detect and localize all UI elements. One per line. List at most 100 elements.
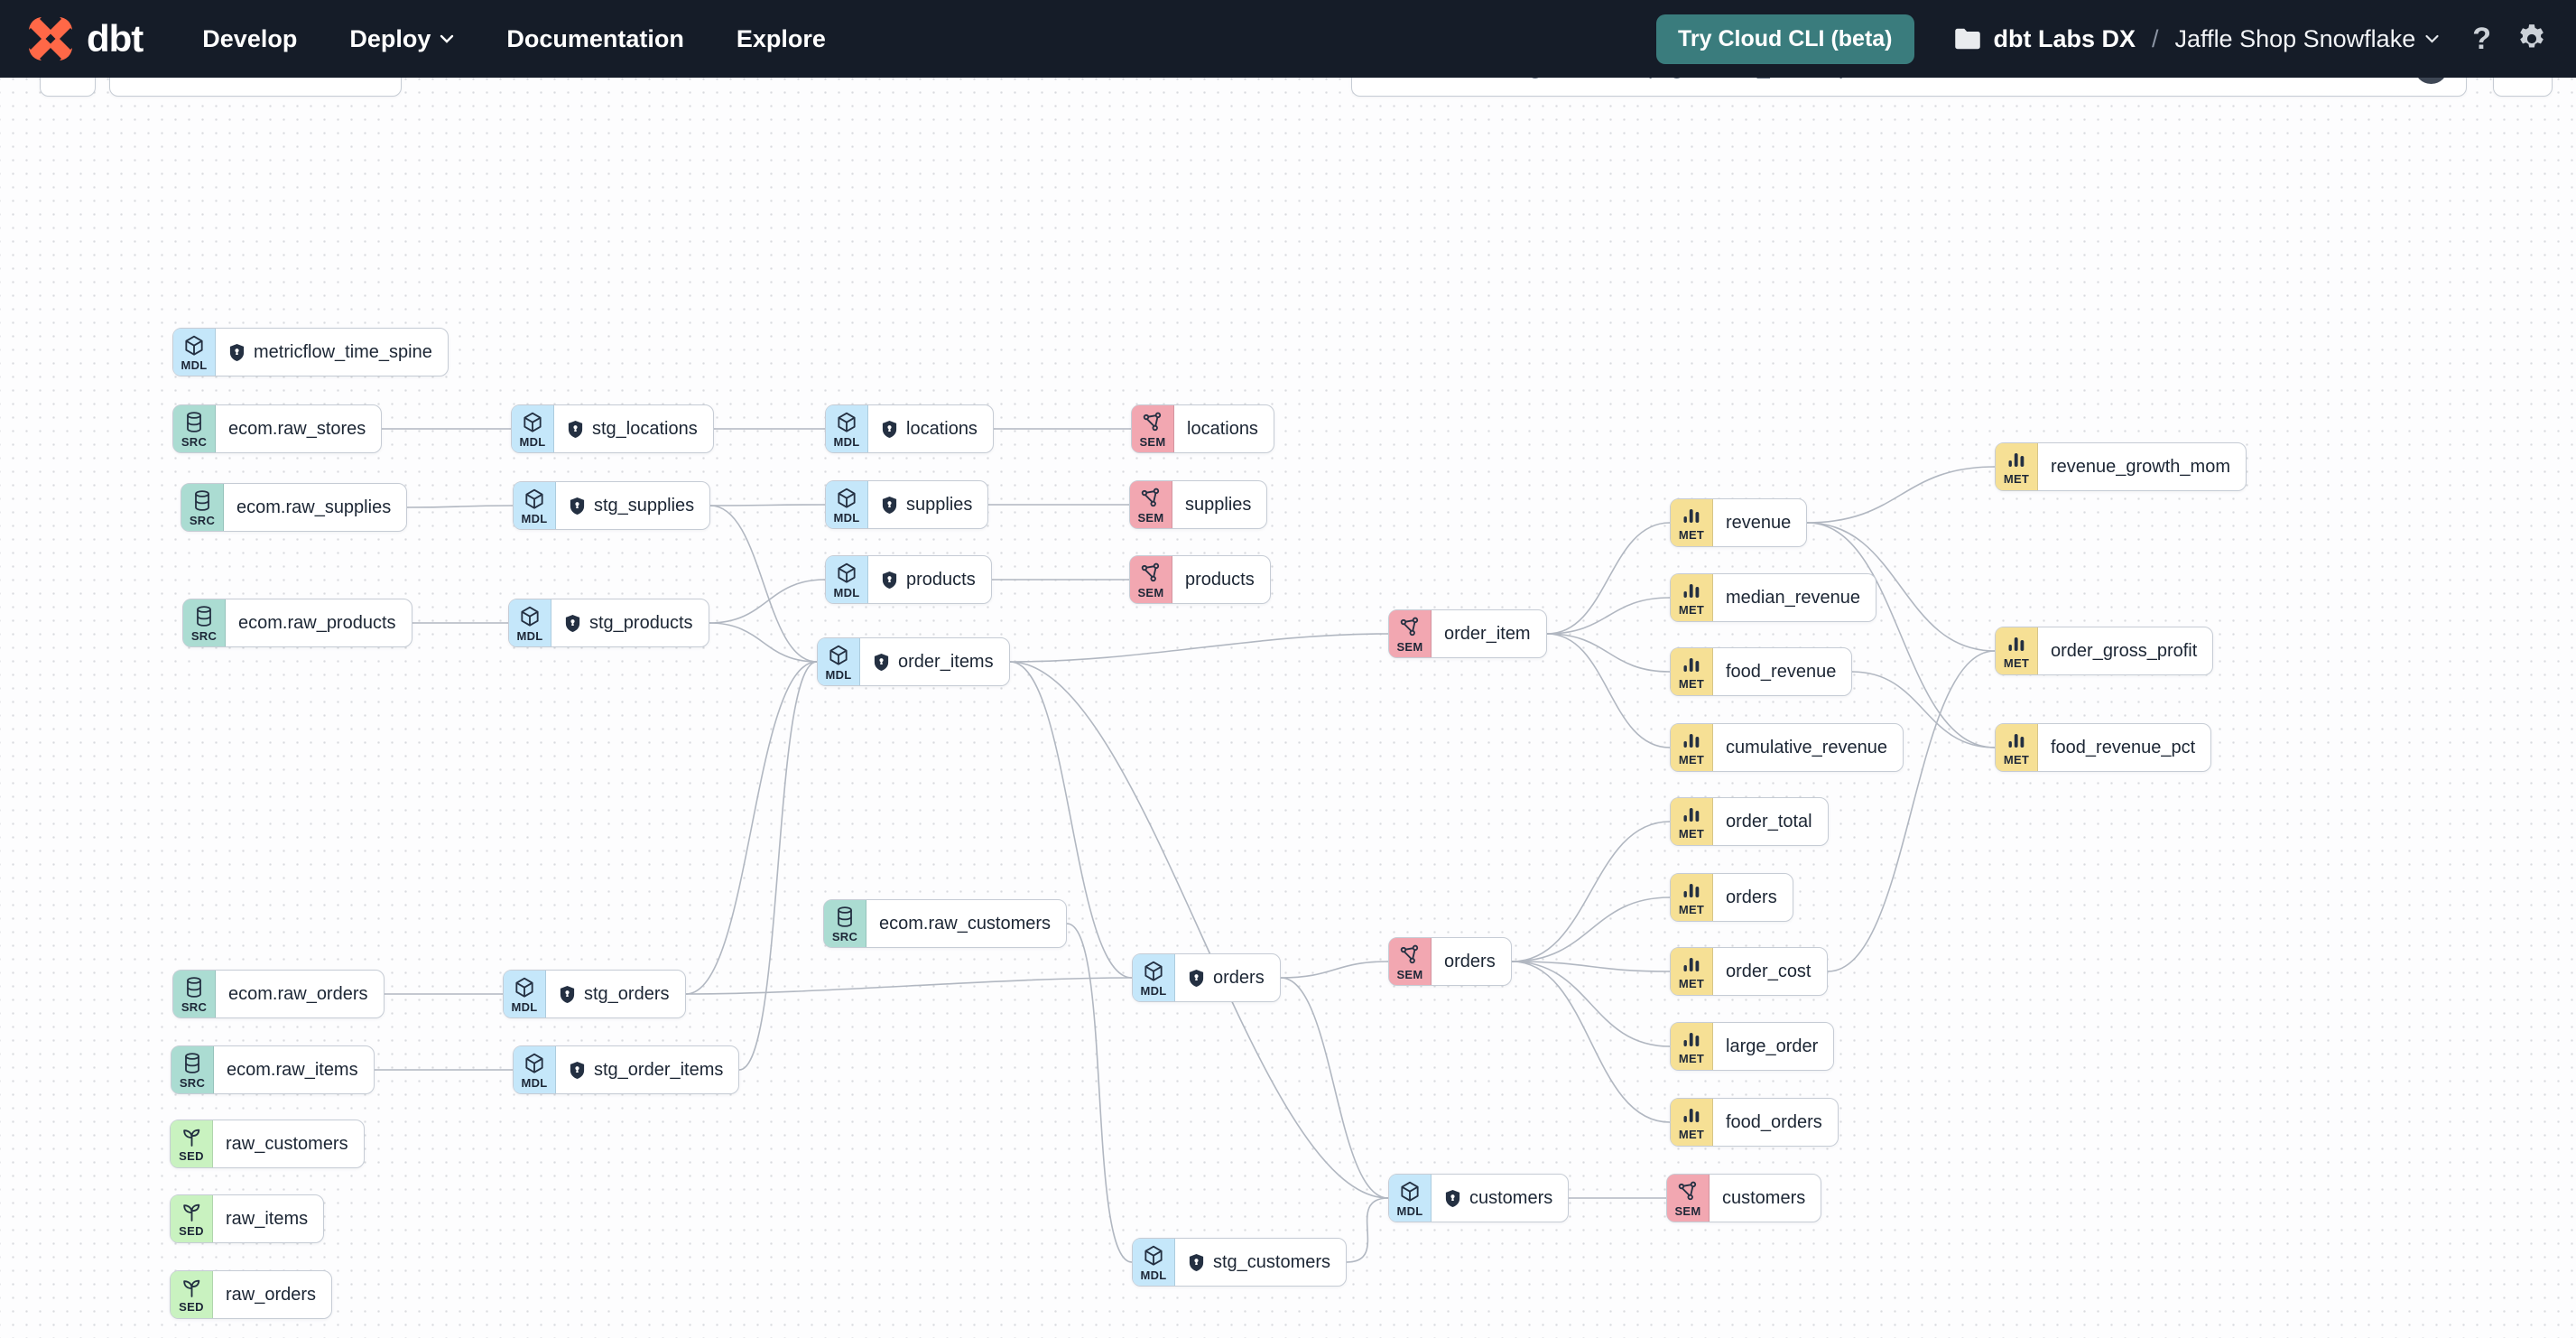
node-locations_sem[interactable]: SEM locations: [1131, 404, 1274, 453]
bar-chart-icon: [1681, 581, 1702, 602]
dbt-logo[interactable]: dbt: [27, 15, 144, 62]
semantic-badge: SEM: [1130, 556, 1172, 603]
badge-label: MET: [1678, 527, 1705, 542]
edge-stg_customers-to-customers_mdl: [1346, 1197, 1389, 1263]
semantic-badge: SEM: [1132, 405, 1174, 452]
node-label: order_cost: [1726, 961, 1812, 981]
nav-item-documentation[interactable]: Documentation: [506, 24, 684, 52]
badge-label: MDL: [825, 667, 852, 682]
try-cloud-cli-button[interactable]: Try Cloud CLI (beta): [1656, 14, 1914, 64]
edge-stg_orders-to-orders_mdl: [685, 977, 1133, 995]
badge-label: MET: [1678, 1051, 1705, 1065]
nav-item-explore[interactable]: Explore: [736, 24, 826, 52]
top-navbar: dbt Develop Deploy Documentation Explore…: [0, 0, 2576, 78]
nav-item-develop[interactable]: Develop: [202, 24, 298, 52]
gear-icon[interactable]: [2515, 22, 2549, 56]
shield-icon: [564, 614, 581, 633]
metric-badge: MET: [1671, 574, 1713, 621]
edge-stg_orders-to-order_items: [685, 661, 818, 995]
badge-label: SRC: [179, 1075, 206, 1090]
badge-label: MET: [1678, 752, 1705, 767]
model-badge: MDL: [1133, 954, 1175, 1001]
metric-badge: MET: [1671, 499, 1713, 546]
edge-orders_sem-to-large_order: [1511, 961, 1671, 1047]
edge-order_cost-to-order_gross_profit: [1827, 650, 1996, 972]
badge-label: MET: [2003, 471, 2030, 486]
node-label: stg_orders: [584, 983, 670, 1004]
cube-icon: [835, 562, 858, 585]
node-label: order_items: [898, 651, 994, 672]
badge-label: SEM: [1674, 1203, 1701, 1218]
semantic-badge: SEM: [1389, 610, 1432, 657]
breadcrumb-separator: /: [2152, 24, 2159, 52]
badge-label: SRC: [190, 628, 218, 643]
node-label: food_orders: [1726, 1111, 1822, 1132]
node-products_sem[interactable]: SEM products: [1129, 555, 1271, 604]
account-breadcrumb: dbt Labs DX / Jaffle Shop Snowflake: [1954, 25, 2441, 53]
node-label: locations: [1187, 418, 1258, 439]
project-selector[interactable]: Jaffle Shop Snowflake: [2175, 25, 2441, 53]
cube-icon: [827, 644, 850, 667]
account-name[interactable]: dbt Labs DX: [1993, 24, 2136, 52]
nav-item-deploy[interactable]: Deploy: [349, 25, 454, 53]
edge-stg_order_items-to-order_items: [738, 661, 818, 1071]
node-label: products: [1185, 569, 1255, 590]
database-icon: [191, 489, 213, 513]
bar-chart-icon: [2006, 634, 2027, 655]
node-order_items[interactable]: MDL order_items: [817, 637, 1010, 686]
bar-chart-icon: [1681, 506, 1702, 527]
edge-order_items-to-customers_mdl: [1009, 661, 1389, 1199]
model-badge: MDL: [514, 1046, 556, 1093]
node-label: supplies: [906, 494, 973, 515]
edge-ecom_raw_customers-to-stg_customers: [1066, 923, 1133, 1263]
edge-order_item_sem-to-median_revenue: [1546, 597, 1671, 635]
metric-badge: MET: [1671, 724, 1713, 771]
badge-label: SEM: [1396, 639, 1423, 654]
folder-icon: [1954, 27, 1981, 51]
metric-badge: MET: [1671, 798, 1713, 845]
help-icon[interactable]: ?: [2472, 21, 2491, 56]
bar-chart-icon: [1681, 804, 1702, 826]
shield-icon: [881, 571, 898, 590]
badge-label: MDL: [1140, 1268, 1167, 1282]
badge-label: SRC: [181, 999, 208, 1014]
